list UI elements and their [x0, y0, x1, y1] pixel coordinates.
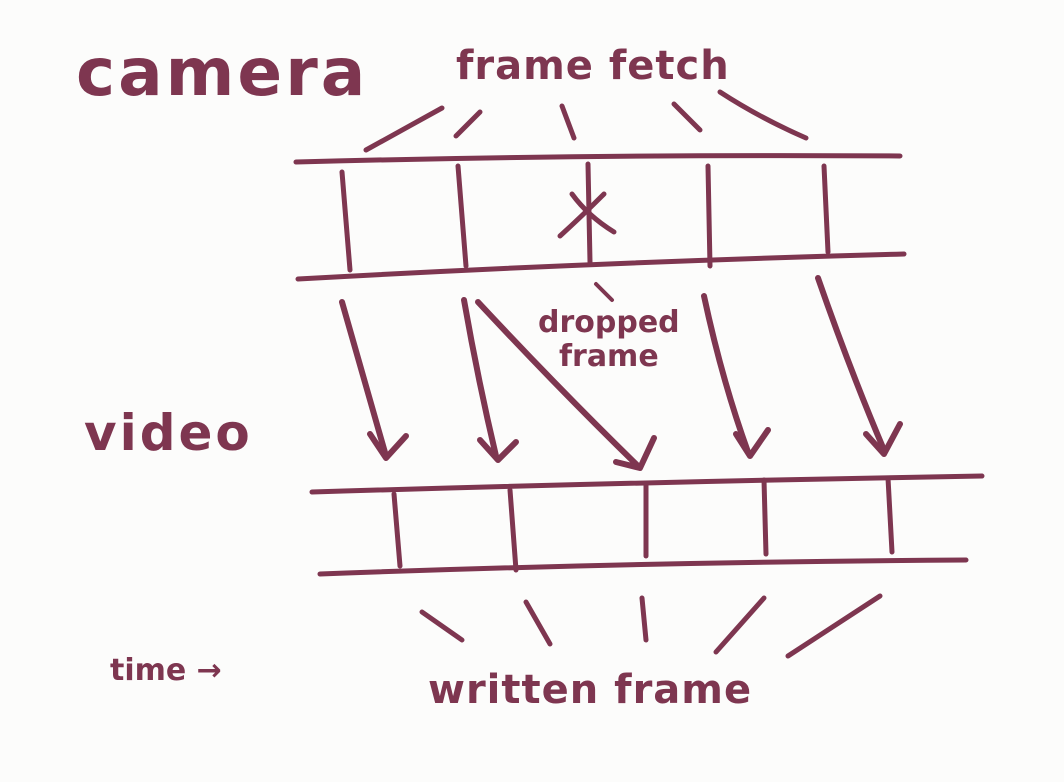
video-strip — [309, 473, 985, 577]
mapping-arrow — [339, 299, 409, 461]
camera-strip-bottom-line — [295, 251, 907, 282]
video-frame-divider — [507, 487, 519, 573]
mapping-arrow — [701, 293, 771, 459]
camera-frame-divider — [821, 163, 831, 255]
dropped-frame-cross-mark — [557, 191, 617, 239]
camera-frame-divider — [339, 169, 353, 273]
camera-label: camera — [76, 34, 369, 111]
dropped-frame-label-line2: frame — [558, 338, 659, 374]
video-strip-bottom-line — [317, 557, 969, 577]
dropped-frame-pointer — [594, 282, 614, 302]
mapping-arrow — [475, 299, 657, 471]
written-frame-ticks — [419, 593, 883, 659]
frame-mapping-arrows — [339, 275, 903, 471]
mapping-arrow — [461, 297, 519, 463]
video-frame-divider — [391, 491, 403, 569]
written-frame-label: written frame — [428, 667, 753, 713]
video-frame-divider — [885, 475, 895, 555]
camera-frame-divider — [705, 163, 713, 269]
video-frame-divider — [761, 477, 769, 557]
camera-strip — [293, 153, 907, 282]
frame-fetch-ticks — [363, 89, 809, 153]
camera-strip-top-line — [293, 153, 903, 165]
mapping-arrow — [815, 275, 903, 457]
video-label: video — [84, 404, 253, 462]
camera-frame-divider — [455, 163, 469, 269]
frame-fetch-label: frame fetch — [456, 43, 730, 89]
dropped-frame-label-line1: dropped — [538, 305, 680, 340]
time-arrow-label: time → — [110, 653, 222, 688]
dropped-frame-label: dropped frame — [538, 306, 680, 373]
